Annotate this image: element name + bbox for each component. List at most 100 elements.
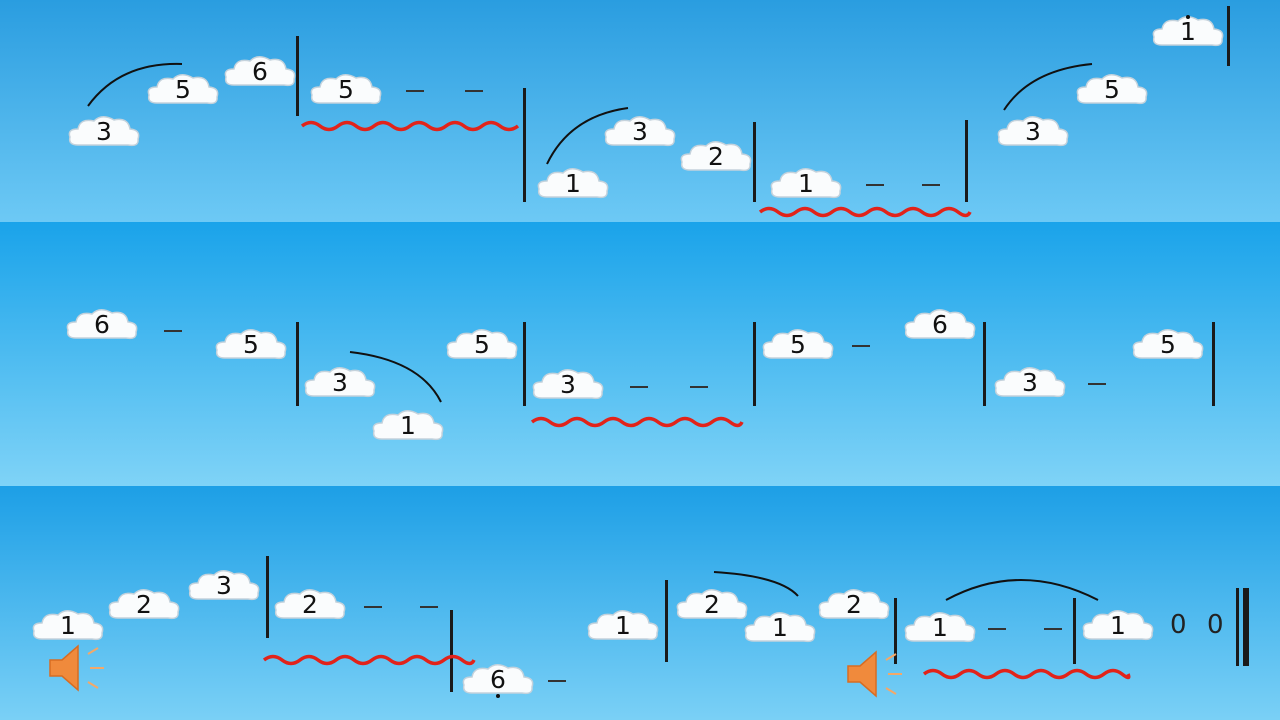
note-cloud: 1 bbox=[30, 606, 106, 646]
note-number: 3 bbox=[96, 117, 112, 146]
bar-line bbox=[1073, 598, 1076, 664]
bar-line bbox=[523, 322, 526, 406]
note-number: 3 bbox=[632, 117, 648, 146]
note-number: 2 bbox=[302, 590, 318, 619]
red-wavy-underline bbox=[922, 668, 1131, 680]
cloud-icon bbox=[994, 367, 1066, 398]
cloud-icon bbox=[188, 570, 260, 601]
note-number: 2 bbox=[708, 142, 724, 171]
note-number: 5 bbox=[474, 330, 490, 359]
cloud-icon bbox=[680, 141, 752, 172]
red-wavy-underline bbox=[530, 416, 744, 428]
note-number: 1 bbox=[615, 611, 631, 640]
note-number: 5 bbox=[1160, 330, 1176, 359]
note-cloud: 1 bbox=[768, 164, 844, 204]
rest-zero: 0 bbox=[1207, 610, 1224, 640]
note-number: 1 bbox=[798, 169, 814, 198]
cloud-icon bbox=[532, 369, 604, 400]
cloud-icon bbox=[904, 612, 976, 643]
hold-dash bbox=[690, 386, 708, 388]
cloud-icon bbox=[1082, 610, 1154, 641]
note-cloud: 3 bbox=[66, 112, 142, 152]
staff-row-3-background bbox=[0, 486, 1280, 720]
note-cloud: 1 bbox=[902, 608, 978, 648]
note-cloud: 1 bbox=[1150, 12, 1226, 52]
hold-dash bbox=[1044, 628, 1062, 630]
bar-line bbox=[753, 122, 756, 202]
cloud-icon bbox=[604, 116, 676, 147]
note-number: 6 bbox=[252, 57, 268, 86]
cloud-icon bbox=[904, 309, 976, 340]
cloud-icon bbox=[770, 168, 842, 199]
note-number: 2 bbox=[704, 590, 720, 619]
slur bbox=[1003, 63, 1093, 111]
rest-zero: 0 bbox=[1170, 610, 1187, 640]
cloud-icon bbox=[147, 74, 219, 105]
note-number: 5 bbox=[790, 330, 806, 359]
hold-dash bbox=[988, 628, 1006, 630]
note-number: 2 bbox=[846, 590, 862, 619]
bar-line bbox=[983, 322, 986, 406]
hold-dash bbox=[922, 184, 940, 186]
staff-row-1-background bbox=[0, 0, 1280, 222]
note-cloud: 1 bbox=[370, 406, 446, 446]
note-number: 1 bbox=[1110, 611, 1126, 640]
bar-line bbox=[894, 598, 897, 664]
note-cloud: 2 bbox=[106, 585, 182, 625]
note-cloud: 5 bbox=[444, 325, 520, 365]
note-number: 1 bbox=[565, 169, 581, 198]
speaker-icon bbox=[847, 650, 902, 698]
note-cloud: 2 bbox=[272, 585, 348, 625]
red-wavy-underline bbox=[758, 206, 972, 218]
cloud-icon bbox=[762, 329, 834, 360]
final-bar-thin bbox=[1236, 588, 1239, 666]
cloud-icon bbox=[818, 589, 890, 620]
slur bbox=[546, 107, 629, 165]
bar-line bbox=[1212, 322, 1215, 406]
cloud-icon bbox=[108, 589, 180, 620]
cloud-icon bbox=[372, 410, 444, 441]
cloud-icon bbox=[462, 664, 534, 695]
note-cloud: 2 bbox=[674, 585, 750, 625]
cloud-icon bbox=[676, 589, 748, 620]
note-number: 5 bbox=[243, 330, 259, 359]
note-number: 6 bbox=[490, 665, 506, 694]
note-cloud: 6 bbox=[902, 305, 978, 345]
slur bbox=[349, 351, 442, 403]
note-cloud: 5 bbox=[308, 70, 384, 110]
cloud-icon bbox=[587, 610, 659, 641]
note-cloud: 3 bbox=[995, 112, 1071, 152]
note-number: 2 bbox=[136, 590, 152, 619]
bar-line bbox=[965, 120, 968, 202]
speaker-button[interactable] bbox=[844, 646, 908, 702]
note-cloud: 3 bbox=[302, 363, 378, 403]
hold-dash bbox=[164, 330, 182, 332]
cloud-icon bbox=[997, 116, 1069, 147]
hold-dash bbox=[548, 680, 566, 682]
cloud-icon bbox=[1132, 329, 1204, 360]
red-wavy-underline bbox=[300, 120, 520, 132]
note-cloud: 6 bbox=[222, 52, 298, 92]
bar-line bbox=[753, 322, 756, 406]
note-number: 5 bbox=[338, 75, 354, 104]
cloud-icon bbox=[537, 168, 609, 199]
slur bbox=[945, 579, 1099, 601]
cloud-icon bbox=[310, 74, 382, 105]
cloud-icon bbox=[446, 329, 518, 360]
cloud-icon bbox=[66, 309, 138, 340]
bar-line bbox=[665, 580, 668, 662]
staff-row-2-background bbox=[0, 222, 1280, 486]
final-bar-thick bbox=[1243, 588, 1249, 666]
bar-line bbox=[1227, 6, 1230, 66]
bar-line bbox=[296, 36, 299, 116]
note-number: 5 bbox=[1104, 75, 1120, 104]
note-number: 3 bbox=[560, 370, 576, 399]
note-cloud: 3 bbox=[602, 112, 678, 152]
bar-line bbox=[296, 322, 299, 406]
speaker-icon bbox=[49, 644, 104, 692]
cloud-icon bbox=[1076, 74, 1148, 105]
speaker-button[interactable] bbox=[46, 640, 110, 696]
note-cloud: 5 bbox=[213, 325, 289, 365]
note-number: 6 bbox=[94, 310, 110, 339]
